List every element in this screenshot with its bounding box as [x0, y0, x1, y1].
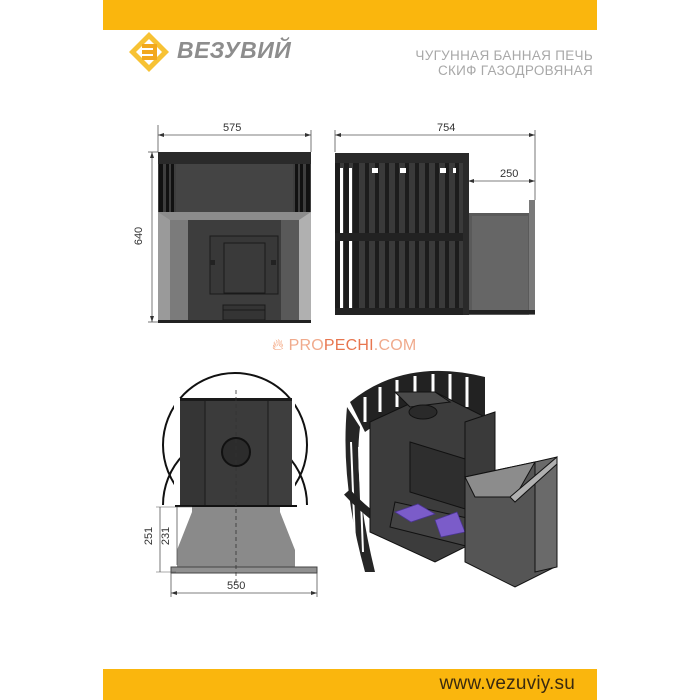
side-view-drawing: 754 250 [330, 120, 550, 330]
tunnel-length-dimension: 250 [500, 168, 519, 180]
propechi-watermark: 🔥︎ PROPECHI.COM [272, 337, 417, 354]
header-band [103, 0, 597, 30]
website-link[interactable]: www.vezuviy.su [439, 673, 575, 694]
flame-icon: 🔥︎ [272, 337, 284, 354]
footer-band: www.vezuviy.su [103, 669, 597, 700]
brand-name: ВЕЗУВИЙ [177, 37, 292, 63]
side-depth-dimension: 754 [437, 122, 456, 134]
brand-logo-icon [129, 32, 169, 72]
product-title: ЧУГУННАЯ БАННАЯ ПЕЧЬ СКИФ ГАЗОДРОВЯНАЯ [415, 48, 593, 78]
top-view-drawing: 251 231 550 [140, 360, 330, 600]
front-height-dimension: 640 [133, 226, 146, 246]
product-title-line1: ЧУГУННАЯ БАННАЯ ПЕЧЬ [415, 48, 593, 63]
product-title-line2: СКИФ ГАЗОДРОВЯНАЯ [437, 63, 593, 78]
front-width-dimension: 575 [223, 122, 242, 134]
base-height-inner-dimension: 231 [160, 526, 173, 546]
base-height-outer-dimension: 251 [143, 526, 156, 546]
isometric-view-drawing [335, 362, 565, 592]
base-width-dimension: 550 [227, 580, 246, 592]
front-view-drawing: 575 640 [133, 120, 320, 330]
